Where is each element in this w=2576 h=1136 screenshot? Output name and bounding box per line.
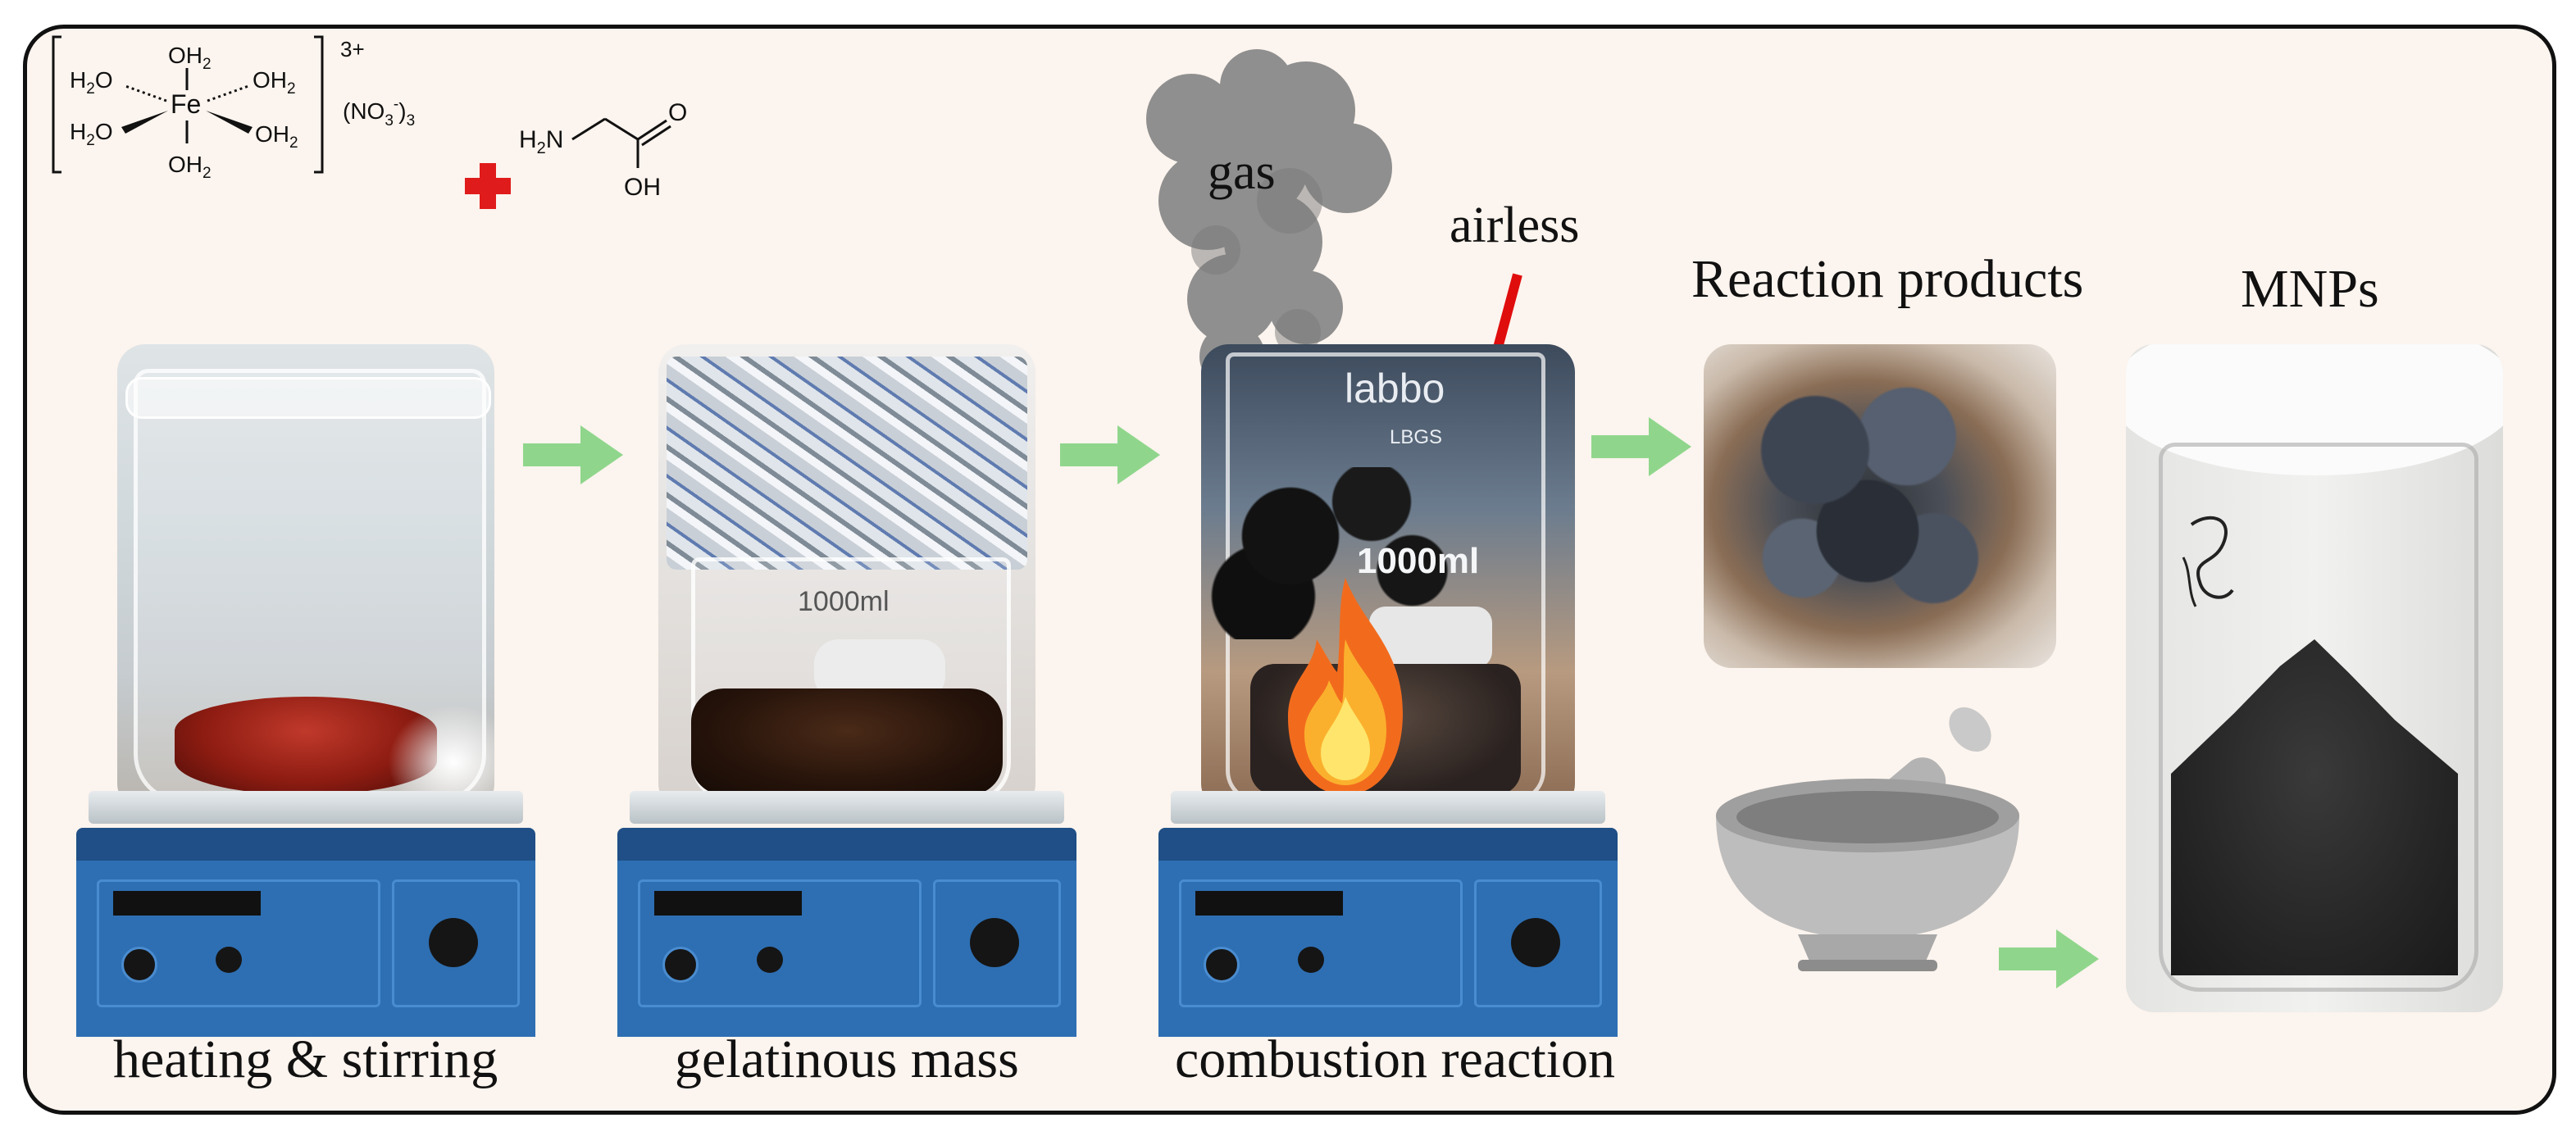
photo-gelatinous-mass: 1000ml: [658, 344, 1035, 811]
ligand-upper-right: OH: [253, 67, 287, 93]
reaction-products-label: Reaction products: [1691, 249, 2084, 309]
iron-complex-structure: 3+ Fe OH2 OH2 H2O H2O OH2 OH2 (NO3-)3: [52, 35, 415, 182]
caption-combustion-reaction: combustion reaction: [1175, 1029, 1616, 1089]
svg-text:OH2: OH2: [168, 43, 212, 73]
svg-text:H2N: H2N: [519, 126, 563, 157]
stirrer-2: [617, 791, 1076, 1037]
stirrer-1: [76, 791, 535, 1037]
photo-heating-stirring: [117, 344, 494, 811]
svg-text:OH2: OH2: [168, 152, 212, 182]
gas-label: gas: [1208, 144, 1276, 200]
counter-ion: (NO3-)3: [343, 96, 415, 130]
beaker-volume-label-3: 1000ml: [1357, 541, 1480, 581]
airless-label: airless: [1450, 198, 1580, 253]
arrow-right-icon: [523, 425, 623, 484]
photo-mnps-vial: [2126, 344, 2503, 1012]
beaker-brand-sub: LBGS: [1390, 426, 1443, 448]
complex-charge: 3+: [340, 37, 365, 61]
stirrer-3: [1158, 791, 1618, 1037]
mnps-label: MNPs: [2241, 259, 2379, 319]
caption-gelatinous-mass: gelatinous mass: [675, 1029, 1019, 1089]
svg-text:H2O: H2O: [70, 67, 113, 98]
complex-center-fe: Fe: [171, 89, 201, 119]
ligand-lower-left: H: [70, 119, 86, 144]
svg-text:O: O: [668, 99, 687, 126]
beaker-brand: labbo: [1345, 366, 1445, 411]
mortar-pestle-icon: [1716, 707, 2019, 971]
ligand-lower-right: OH: [255, 121, 289, 147]
arrow-right-icon: [1999, 929, 2099, 988]
ligand-bottom: OH: [168, 152, 203, 177]
photo-combustion-reaction: labbo LBGS 1000ml: [1201, 344, 1575, 811]
svg-text:OH2: OH2: [255, 121, 298, 152]
diagram-frame: 3+ Fe OH2 OH2 H2O H2O OH2 OH2 (NO3-)3 H2…: [23, 25, 2556, 1115]
photo-reaction-products: [1704, 344, 2056, 668]
beaker-volume-label-2: 1000ml: [798, 586, 890, 617]
ligand-upper-left: H: [70, 67, 86, 93]
ligand-top: OH: [168, 43, 203, 68]
svg-text:OH: OH: [624, 174, 661, 201]
flame-icon: [1288, 578, 1403, 795]
arrow-right-icon: [1591, 417, 1691, 476]
plus-icon: [465, 163, 511, 209]
glycine-structure: H2N O OH: [519, 99, 687, 201]
svg-text:OH2: OH2: [253, 67, 296, 98]
caption-heating-stirring: heating & stirring: [113, 1029, 498, 1089]
svg-text:H2O: H2O: [70, 119, 113, 149]
arrow-right-icon: [1060, 425, 1160, 484]
